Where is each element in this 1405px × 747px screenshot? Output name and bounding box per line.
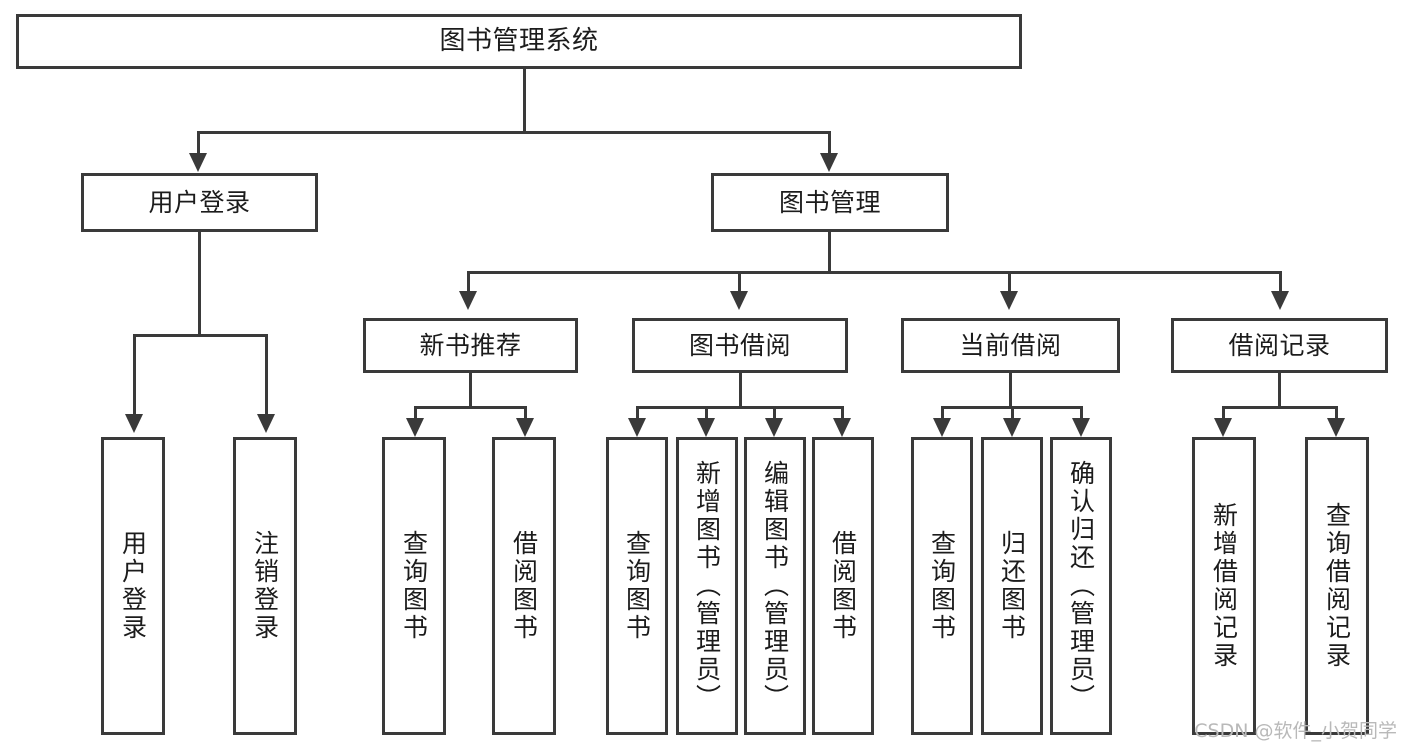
connector-book-management-stem — [828, 232, 831, 272]
node-label: 当前借阅 — [959, 330, 1062, 360]
connector-user-login-drop-1 — [133, 334, 136, 416]
leaf-borrow-book-bb[interactable]: 借阅图书 — [812, 437, 874, 735]
connector-bb-stem — [739, 373, 742, 408]
connector-br-drop-1 — [1222, 406, 1225, 420]
leaf-query-book-nbr[interactable]: 查询图书 — [382, 437, 446, 735]
connector-cb-drop-1 — [941, 406, 944, 420]
connector-cb-drop-2 — [1011, 406, 1014, 420]
leaf-logout[interactable]: 注销登录 — [233, 437, 297, 735]
connector-user-login-bus — [133, 334, 268, 337]
node-label: 确认归还（管理员） — [1066, 460, 1096, 712]
connector-root-stem — [523, 69, 526, 132]
node-label: 新增图书（管理员） — [692, 460, 722, 712]
connector-nbr-drop-1 — [414, 406, 417, 420]
connector-root-bus — [197, 131, 831, 134]
csdn-watermark: CSDN @软件_小贺同学 — [1194, 720, 1397, 742]
node-current-borrow[interactable]: 当前借阅 — [901, 318, 1120, 373]
node-label: 注销登录 — [250, 530, 280, 642]
leaf-borrow-book-nbr[interactable]: 借阅图书 — [492, 437, 556, 735]
node-label: 图书管理系统 — [439, 25, 599, 56]
node-label: 用户登录 — [118, 530, 148, 642]
arrow-leaf-cb-1 — [933, 418, 951, 437]
node-label: 图书借阅 — [688, 330, 791, 360]
node-book-management-system[interactable]: 图书管理系统 — [16, 14, 1022, 69]
arrow-leaf-bb-4 — [833, 418, 851, 437]
leaf-user-login[interactable]: 用户登录 — [101, 437, 165, 735]
arrow-to-user-login — [189, 153, 207, 172]
connector-nbr-drop-2 — [524, 406, 527, 420]
connector-to-book-management — [828, 131, 831, 155]
arrow-leaf-cb-3 — [1072, 418, 1090, 437]
leaf-add-borrow-record[interactable]: 新增借阅记录 — [1192, 437, 1256, 735]
connector-user-login-stem — [198, 232, 201, 336]
leaf-return-book[interactable]: 归还图书 — [981, 437, 1043, 735]
leaf-edit-book-admin[interactable]: 编辑图书（管理员） — [744, 437, 806, 735]
arrow-leaf-bb-3 — [765, 418, 783, 437]
connector-bb-drop-2 — [705, 406, 708, 420]
arrow-leaf-bb-2 — [697, 418, 715, 437]
arrow-leaf-br-1 — [1214, 418, 1232, 437]
arrow-leaf-cb-2 — [1003, 418, 1021, 437]
connector-br-stem — [1278, 373, 1281, 408]
node-label: 查询图书 — [399, 530, 429, 642]
leaf-confirm-return-admin[interactable]: 确认归还（管理员） — [1050, 437, 1112, 735]
node-user-login[interactable]: 用户登录 — [81, 173, 318, 232]
connector-nbr-bus — [414, 406, 527, 409]
node-new-book-recommend[interactable]: 新书推荐 — [363, 318, 578, 373]
node-label: 查询借阅记录 — [1322, 502, 1352, 670]
arrow-to-new-book-recommend — [459, 291, 477, 310]
connector-bb-drop-4 — [841, 406, 844, 420]
node-label: 查询图书 — [622, 530, 652, 642]
connector-bb-drop-3 — [773, 406, 776, 420]
connector-cb-drop-3 — [1080, 406, 1083, 420]
node-label: 编辑图书（管理员） — [760, 460, 790, 712]
node-label: 归还图书 — [997, 530, 1027, 642]
connector-bb-bus — [636, 406, 844, 409]
leaf-query-borrow-record[interactable]: 查询借阅记录 — [1305, 437, 1369, 735]
connector-bb-drop-1 — [636, 406, 639, 420]
arrow-leaf-user-login-1 — [125, 414, 143, 433]
node-label: 新书推荐 — [419, 330, 522, 360]
connector-br-drop-2 — [1335, 406, 1338, 420]
leaf-query-book-cb[interactable]: 查询图书 — [911, 437, 973, 735]
arrow-leaf-br-2 — [1327, 418, 1345, 437]
connector-bm-drop-2 — [738, 271, 741, 293]
node-book-management[interactable]: 图书管理 — [711, 173, 949, 232]
arrow-leaf-user-login-2 — [257, 414, 275, 433]
connector-bm-drop-4 — [1279, 271, 1282, 293]
arrow-leaf-nbr-2 — [516, 418, 534, 437]
arrow-to-book-borrow — [730, 291, 748, 310]
node-borrow-record[interactable]: 借阅记录 — [1171, 318, 1388, 373]
connector-br-bus — [1222, 406, 1338, 409]
leaf-query-book-bb[interactable]: 查询图书 — [606, 437, 668, 735]
node-label: 新增借阅记录 — [1209, 502, 1239, 670]
node-label: 借阅记录 — [1228, 330, 1331, 360]
connector-bm-drop-3 — [1008, 271, 1011, 293]
node-book-borrow[interactable]: 图书借阅 — [632, 318, 848, 373]
arrow-to-borrow-record — [1271, 291, 1289, 310]
node-label: 查询图书 — [927, 530, 957, 642]
arrow-leaf-bb-1 — [628, 418, 646, 437]
connector-bm-drop-1 — [467, 271, 470, 293]
connector-cb-stem — [1009, 373, 1012, 408]
node-label: 借阅图书 — [509, 530, 539, 642]
node-label: 借阅图书 — [828, 530, 858, 642]
connector-book-management-bus — [467, 271, 1282, 274]
arrow-to-current-borrow — [1000, 291, 1018, 310]
arrow-leaf-nbr-1 — [406, 418, 424, 437]
connector-user-login-drop-2 — [265, 334, 268, 416]
node-label: 用户登录 — [148, 187, 251, 217]
leaf-add-book-admin[interactable]: 新增图书（管理员） — [676, 437, 738, 735]
connector-to-user-login — [197, 131, 200, 155]
node-label: 图书管理 — [778, 187, 881, 217]
arrow-to-book-management — [820, 153, 838, 172]
connector-nbr-stem — [469, 373, 472, 408]
